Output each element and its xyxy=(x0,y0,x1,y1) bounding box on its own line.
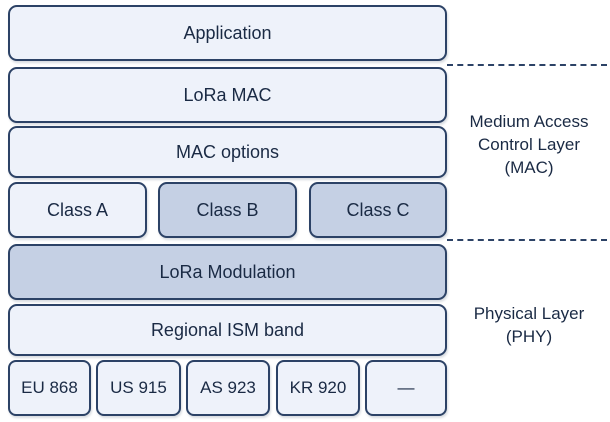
band-as923-label: AS 923 xyxy=(200,378,256,397)
lora-mac-box: LoRa MAC xyxy=(8,67,447,123)
phy-layer-line-2: (PHY) xyxy=(505,327,553,346)
class-c-box: Class C xyxy=(309,182,447,238)
phy-layer-line-1: Physical Layer xyxy=(473,304,585,323)
class-b-label: Class B xyxy=(196,199,259,220)
band-eu868-box: EU 868 xyxy=(8,360,91,416)
mac-options-label: MAC options xyxy=(175,141,280,162)
band-kr920-box: KR 920 xyxy=(276,360,360,416)
band-us915-box: US 915 xyxy=(96,360,181,416)
band-other-box: — xyxy=(365,360,447,416)
mac-options-box: MAC options xyxy=(8,126,447,178)
band-us915-label: US 915 xyxy=(110,378,167,397)
mac-layer-line-1: Medium Access xyxy=(469,112,589,131)
mac-layer-line-3: (MAC) xyxy=(504,158,554,177)
application-label: Application xyxy=(183,22,272,43)
class-c-label: Class C xyxy=(346,199,410,220)
band-kr920-label: KR 920 xyxy=(289,378,347,397)
lora-mac-label: LoRa MAC xyxy=(183,84,272,105)
regional-ism-band-label: Regional ISM band xyxy=(150,319,305,340)
mac-phy-divider xyxy=(447,239,607,241)
class-b-box: Class B xyxy=(158,182,297,238)
band-eu868-label: EU 868 xyxy=(21,378,78,397)
lora-modulation-label: LoRa Modulation xyxy=(159,261,296,282)
class-a-label: Class A xyxy=(46,199,109,220)
mac-layer-line-2: Control Layer xyxy=(477,135,581,154)
regional-ism-band-box: Regional ISM band xyxy=(8,304,447,356)
mac-layer-label: Medium Access Control Layer (MAC) xyxy=(450,110,608,179)
class-a-box: Class A xyxy=(8,182,147,238)
band-as923-box: AS 923 xyxy=(186,360,270,416)
application-box: Application xyxy=(8,5,447,61)
mac-top-divider xyxy=(447,64,607,66)
lora-modulation-box: LoRa Modulation xyxy=(8,244,447,300)
phy-layer-label: Physical Layer (PHY) xyxy=(450,302,608,348)
band-other-label: — xyxy=(397,378,415,397)
